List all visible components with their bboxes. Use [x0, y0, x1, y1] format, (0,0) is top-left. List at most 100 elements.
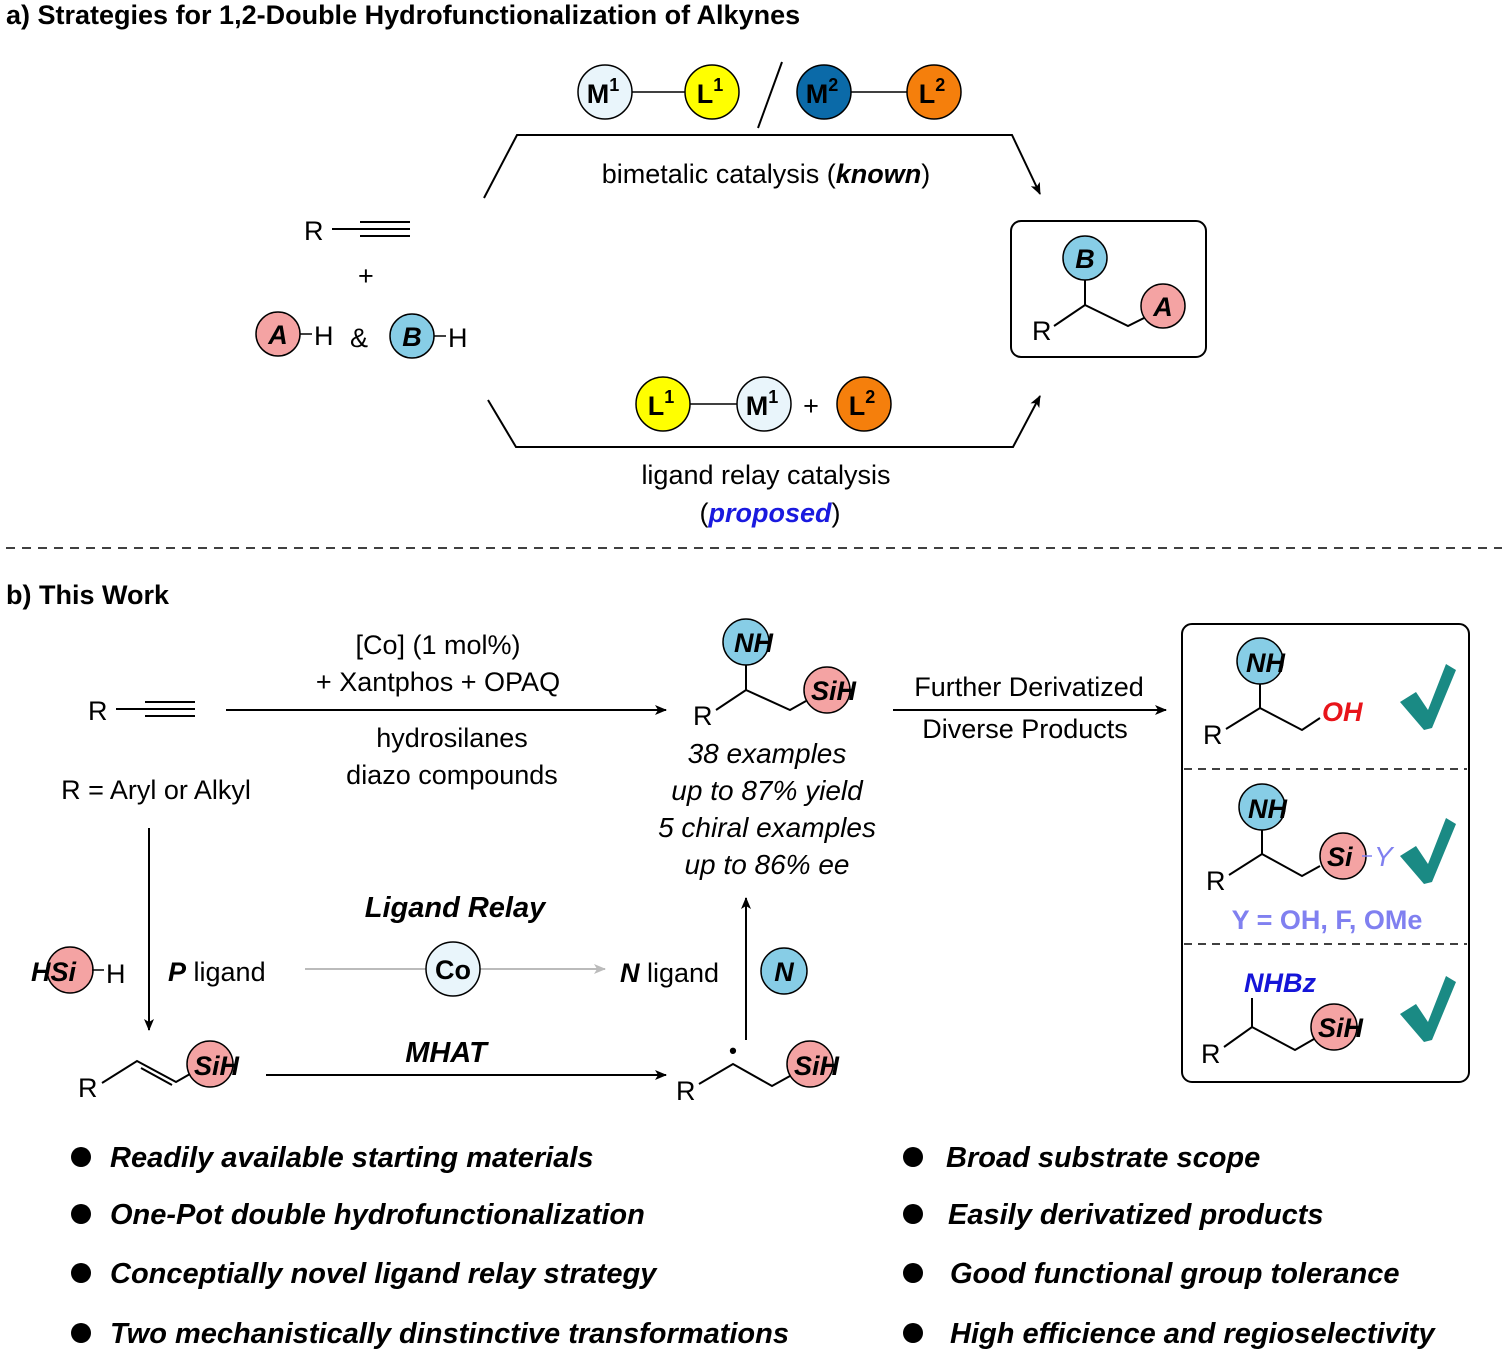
bullet-item: One-Pot double hydrofunctionalization	[110, 1199, 645, 1231]
relay-l1-circle	[635, 376, 691, 432]
alkyne-b-triple-bond	[116, 701, 195, 717]
b-label: B	[402, 322, 422, 352]
r-definition: R = Aryl or Alkyl	[61, 775, 251, 805]
check-icon	[1400, 664, 1456, 730]
result-ee: up to 86% ee	[684, 849, 849, 880]
sih-circle	[803, 666, 851, 714]
section-b-heading: b) This Work	[6, 580, 170, 610]
derivatize-line1: Further Derivatized	[914, 672, 1144, 702]
l1-label: L	[697, 79, 714, 109]
svg-text:SiH: SiH	[194, 1051, 240, 1081]
bimetallic-caption: bimetalic catalysis (known)	[602, 159, 931, 189]
nh-circle	[722, 618, 770, 666]
svg-text:NH: NH	[1246, 648, 1285, 678]
b-h-label: H	[448, 323, 468, 353]
bullet-item: High efficience and regioselectivity	[950, 1318, 1436, 1350]
reagent-b-h: B H	[389, 313, 468, 359]
svg-text:R: R	[1206, 866, 1226, 896]
bullets-left: Readily available starting materials One…	[71, 1142, 789, 1350]
reagent-a-h: A H	[255, 311, 334, 357]
ampersand: &	[350, 323, 368, 353]
svg-text:SiH: SiH	[794, 1051, 840, 1081]
hydrosilane-reagent: HSi H	[31, 946, 126, 994]
check-icon	[1400, 976, 1456, 1042]
derivatize-line2: Diverse Products	[922, 714, 1128, 744]
svg-text:Co: Co	[435, 955, 471, 985]
conditions-diazo: diazo compounds	[346, 760, 558, 790]
svg-text:L1: L1	[697, 75, 724, 109]
svg-text:L2: L2	[919, 75, 946, 109]
radical-intermediate: R • SiH	[676, 1038, 840, 1106]
y-definition: Y = OH, F, OMe	[1232, 905, 1423, 935]
relay-route-arrow	[487, 395, 1041, 448]
derivative-amino-alcohol: R NH OH	[1203, 637, 1456, 750]
svg-text:M1: M1	[587, 75, 620, 109]
bullet-item: Good functional group tolerance	[950, 1258, 1400, 1290]
result-yield: up to 87% yield	[671, 775, 864, 806]
svg-text:M1: M1	[746, 387, 779, 421]
svg-text:+: +	[803, 391, 819, 421]
derivative-benzamide: R NHBz SiH	[1201, 968, 1456, 1069]
m1-circle	[577, 64, 633, 120]
result-chiral: 5 chiral examples	[658, 812, 876, 843]
conditions-hydrosilanes: hydrosilanes	[376, 723, 528, 753]
relay-caption-line2: (proposed)	[699, 498, 840, 528]
derivative-silanol: R NH Si Y Y = OH, F, OMe	[1206, 783, 1456, 935]
relay-l2-circle	[836, 376, 892, 432]
svg-text:H: H	[106, 959, 126, 989]
a-h-label: H	[314, 321, 334, 351]
svg-text:M2: M2	[806, 75, 839, 109]
co-circle	[425, 941, 481, 997]
svg-text:R: R	[693, 701, 713, 731]
main-product: R NH SiH	[693, 618, 857, 731]
conditions-ligands: + Xantphos + OPAQ	[316, 667, 560, 697]
n-circle	[760, 947, 808, 995]
relay-catalyst-set: L1 M1 + L2	[635, 376, 892, 432]
product-a-r: R	[1032, 316, 1052, 346]
radical-dot: •	[729, 1038, 737, 1063]
slash-divider	[757, 61, 783, 129]
result-examples: 38 examples	[688, 738, 847, 769]
relay-caption-line1: ligand relay catalysis	[641, 460, 890, 490]
product-box-a: R B A	[1010, 220, 1207, 358]
svg-text:R: R	[676, 1076, 696, 1106]
bullet-item: Conceptially novel ligand relay strategy	[110, 1258, 658, 1290]
bullet-item: Readily available starting materials	[110, 1142, 594, 1174]
n-ligand-label: N ligand	[620, 958, 719, 988]
relay-m1-circle	[736, 376, 792, 432]
bullet-item: Two mechanistically dinstinctive transfo…	[110, 1318, 789, 1350]
alkyne-b-r-label: R	[88, 696, 108, 726]
alkyne-triple-bond	[332, 221, 410, 237]
svg-text:SiH: SiH	[1318, 1013, 1364, 1043]
results-summary: 38 examples up to 87% yield 5 chiral exa…	[658, 738, 876, 880]
nhbz-label: NHBz	[1244, 968, 1316, 998]
svg-text:N: N	[774, 957, 794, 987]
vinylsilane-intermediate: R SiH	[78, 1040, 240, 1103]
bullet-item: Easily derivatized products	[948, 1199, 1324, 1231]
bullets-right: Broad substrate scope Easily derivatized…	[903, 1142, 1436, 1350]
section-a-heading: a) Strategies for 1,2-Double Hydrofuncti…	[6, 0, 800, 30]
svg-text:L1: L1	[648, 387, 675, 421]
plus-sign: +	[358, 261, 374, 291]
l1-circle	[684, 64, 740, 120]
m1-label: M	[587, 79, 610, 109]
m2-circle	[796, 64, 852, 120]
svg-text:B: B	[1075, 244, 1095, 274]
bimetallic-route-arrow	[483, 134, 1041, 199]
a-label: A	[267, 320, 288, 350]
svg-text:HSi: HSi	[31, 957, 77, 987]
svg-text:SiH: SiH	[811, 676, 857, 706]
svg-text:L2: L2	[849, 387, 876, 421]
mhat-label: MHAT	[405, 1037, 489, 1069]
svg-text:NH: NH	[734, 628, 773, 658]
m2-label: M	[806, 79, 829, 109]
alkyne-r-label: R	[304, 216, 324, 246]
oh-label: OH	[1322, 697, 1363, 727]
l2-circle	[906, 64, 962, 120]
check-icon	[1400, 818, 1456, 884]
p-ligand-label: P ligand	[168, 957, 266, 987]
svg-text:NH: NH	[1248, 794, 1287, 824]
conditions-catalyst: [Co] (1 mol%)	[355, 630, 520, 660]
svg-text:Y: Y	[1374, 841, 1395, 872]
